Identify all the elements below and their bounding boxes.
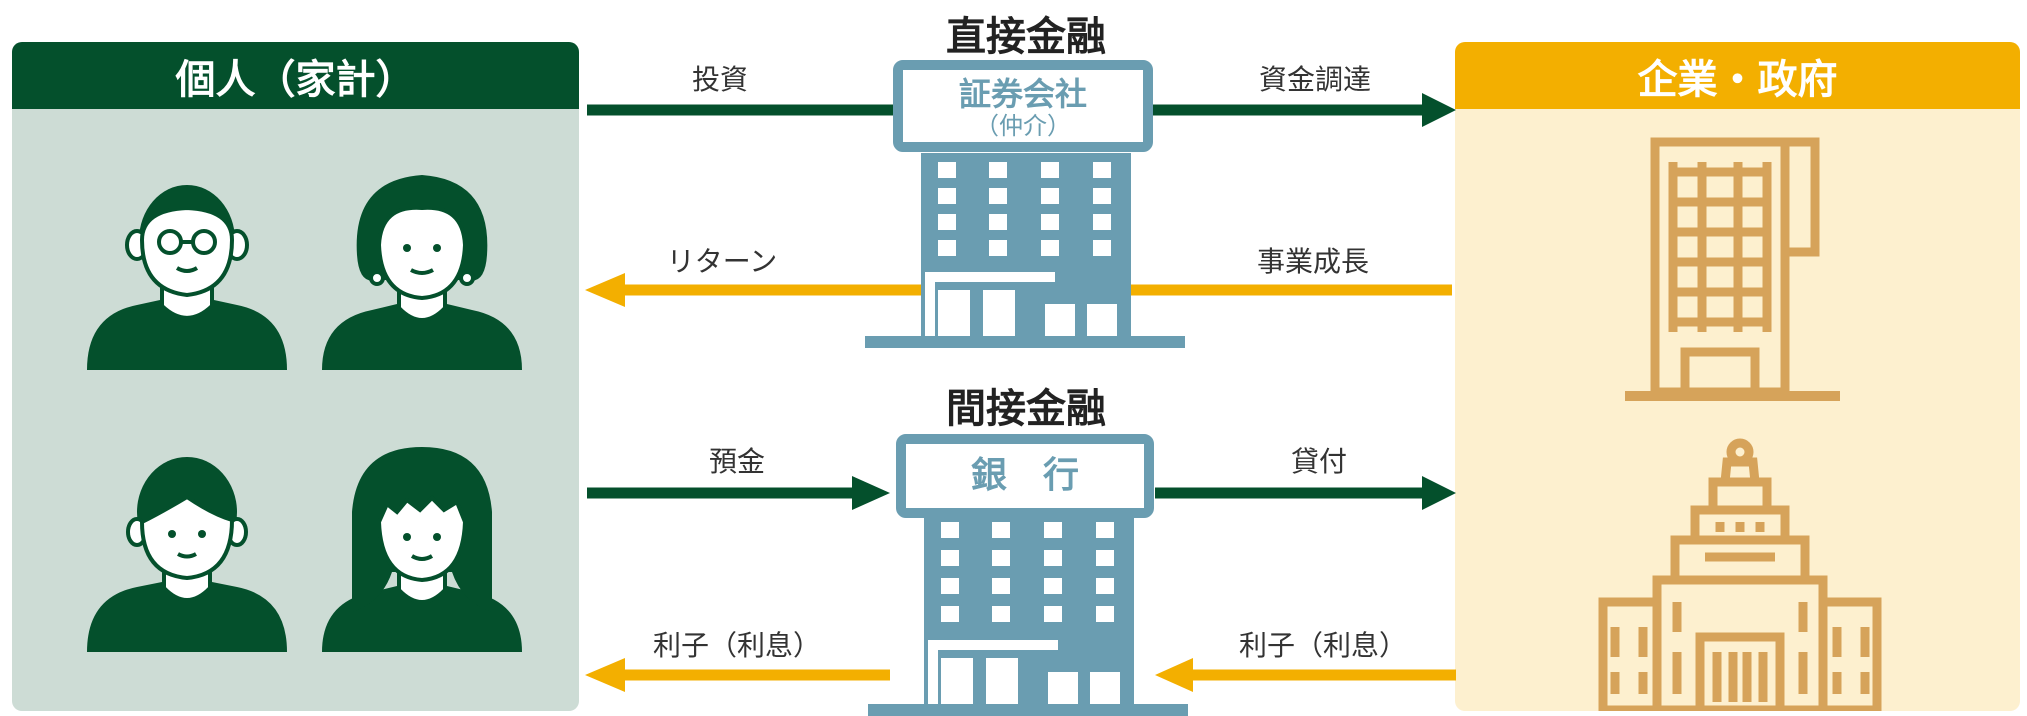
interest-right-label: 利子（利息）	[1238, 629, 1407, 662]
households-panel: 個人（家計）	[12, 42, 579, 711]
invest-label: 投資	[691, 63, 748, 96]
government-building-icon	[1598, 438, 1882, 711]
young-man-icon	[87, 457, 287, 652]
loan-label: 貸付	[1290, 445, 1347, 478]
interest-right-arrow-head	[1155, 658, 1193, 692]
direct-finance-title: 直接金融	[946, 14, 1106, 60]
securities-company-building-icon	[865, 153, 1185, 348]
bank-building-icon	[868, 510, 1188, 716]
deposit-arrow-head	[852, 476, 890, 510]
companies-government-panel: 企業・政府	[1455, 42, 2020, 711]
deposit-label: 預金	[708, 445, 765, 478]
companies-government-title: 企業・政府	[1455, 42, 2020, 109]
households-title: 個人（家計）	[12, 42, 579, 109]
man-with-glasses-icon	[87, 185, 287, 370]
return-arrow-head	[585, 273, 625, 307]
funding-arrow-head	[1422, 93, 1456, 127]
loan-arrow-head	[1422, 476, 1456, 510]
funding-label: 資金調達	[1258, 63, 1371, 96]
interest-left-arrow-head	[585, 658, 625, 692]
interest-left-label: 利子（利息）	[652, 629, 821, 662]
return-label: リターン	[666, 245, 778, 278]
indirect-finance-title: 間接金融	[946, 386, 1106, 432]
securities-company-note: （仲介）	[975, 112, 1071, 140]
woman-with-long-hair-icon	[322, 447, 522, 652]
securities-company-name: 証券会社	[958, 75, 1087, 113]
office-building-icon	[1625, 137, 1840, 401]
woman-with-earrings-icon	[322, 175, 522, 370]
growth-label: 事業成長	[1256, 245, 1369, 278]
bank-sign: 銀 行	[896, 434, 1154, 518]
securities-company-sign: 証券会社 （仲介）	[893, 60, 1153, 152]
